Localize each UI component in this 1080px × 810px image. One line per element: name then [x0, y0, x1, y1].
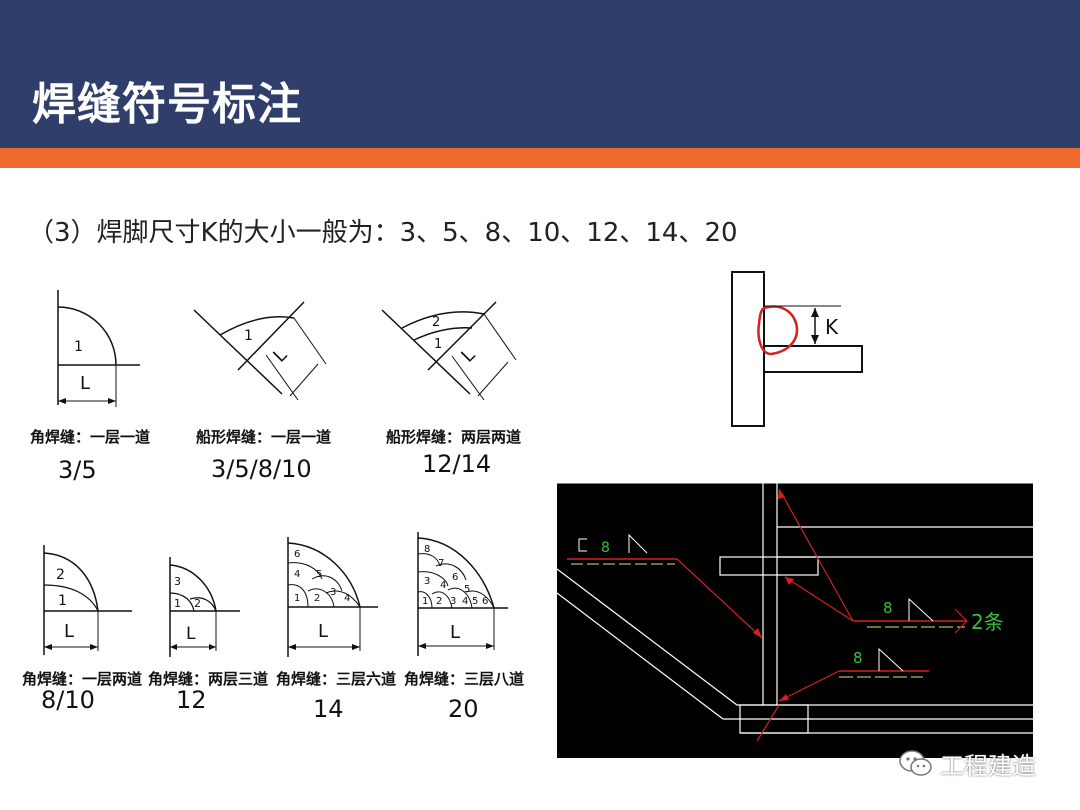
pass-label: 3	[330, 587, 336, 598]
weld-size: 8/10	[41, 686, 95, 714]
weld-size: 12/14	[422, 450, 492, 478]
cad-canvas: 8 8 2条 8	[556, 482, 1033, 742]
pass-label: 7	[438, 558, 444, 569]
dimension-label: L	[269, 345, 291, 367]
dimension-label: L	[186, 624, 196, 644]
weld-size: 3/5	[58, 456, 97, 484]
fillet-weld-figure-3: 3 1 2 L	[169, 557, 240, 657]
pass-label: 2	[56, 567, 65, 583]
watermark-text: 工程建造	[940, 751, 1036, 780]
k-label: K	[825, 315, 839, 339]
pass-label: 1	[294, 593, 300, 604]
wechat-icon	[899, 750, 932, 776]
boat-weld-figure-1: 1 L	[193, 301, 327, 401]
pass-label: 1	[422, 596, 428, 607]
figure-caption: 角焊缝：一层两道	[22, 670, 143, 688]
pass-label: 4	[344, 593, 350, 604]
fillet-weld-figure-1: 1 L	[57, 290, 140, 407]
pass-label: 5	[464, 584, 470, 595]
pass-label: 2	[436, 596, 442, 607]
count-label: 2条	[971, 610, 1004, 634]
weld-size-symbol: 8	[853, 649, 863, 667]
fillet-weld-figure-4: 6 4 5 1 2 3 4 L	[287, 537, 378, 657]
weld-size: 12	[176, 686, 207, 714]
pass-label: 1	[58, 593, 67, 609]
pass-label: 2	[194, 597, 201, 610]
pass-label: 4	[440, 580, 446, 591]
figure-caption: 船形焊缝：一层一道	[196, 428, 332, 446]
pass-label: 2	[314, 593, 320, 604]
pass-label: 3	[450, 596, 456, 607]
pass-label: 8	[424, 544, 430, 555]
t-joint-diagram: K	[731, 271, 863, 427]
dimension-label: L	[64, 621, 74, 642]
figure-caption: 船形焊缝：两层两道	[386, 428, 522, 446]
dimension-label: L	[450, 622, 460, 643]
weld-size: 20	[448, 695, 479, 723]
title-banner: 焊缝符号标注	[0, 0, 1080, 148]
weld-size-symbol: 8	[883, 599, 893, 617]
figure-caption: 角焊缝：两层三道	[148, 670, 269, 688]
fillet-weld-figure-2: 2 1 L	[43, 545, 132, 655]
page-title: 焊缝符号标注	[32, 79, 302, 130]
pass-label: 3	[424, 576, 430, 587]
pass-label: 1	[74, 339, 83, 355]
pass-label: 2	[432, 315, 440, 330]
pass-label: 5	[316, 569, 322, 580]
pass-label: 4	[462, 596, 468, 607]
pass-label: 1	[244, 328, 253, 344]
pass-label: 5	[472, 596, 478, 607]
fillet-weld-figure-5: 8 7 3 6 4 5 1 2 3 4 5 6 L	[417, 532, 508, 656]
dimension-label: L	[318, 621, 328, 642]
weld-size: 14	[313, 695, 344, 723]
watermark: 工程建造	[898, 748, 1036, 780]
figure-caption: 角焊缝：三层八道	[404, 670, 525, 688]
weld-size: 3/5/8/10	[211, 455, 312, 483]
figure-caption: 角焊缝：三层六道	[276, 670, 397, 688]
accent-bar	[0, 148, 1080, 168]
pass-label: 3	[174, 575, 181, 588]
dimension-label: L	[457, 345, 479, 367]
cad-drawing: 8 8 2条 8	[556, 482, 1033, 758]
weld-size-symbol: 8	[601, 540, 610, 556]
pass-label: 6	[452, 572, 458, 583]
pass-label: 6	[482, 596, 488, 607]
dimension-label: L	[80, 373, 90, 394]
pass-label: 4	[294, 569, 300, 580]
figure-caption: 角焊缝：一层一道	[30, 428, 151, 446]
weld-size-statement: （3）焊脚尺寸K的大小一般为：3、5、8、10、12、14、20	[28, 218, 738, 248]
boat-weld-figure-2: 2 1 L	[381, 301, 517, 401]
pass-label: 6	[294, 549, 300, 560]
pass-label: 1	[434, 337, 442, 352]
pass-label: 1	[174, 597, 181, 610]
